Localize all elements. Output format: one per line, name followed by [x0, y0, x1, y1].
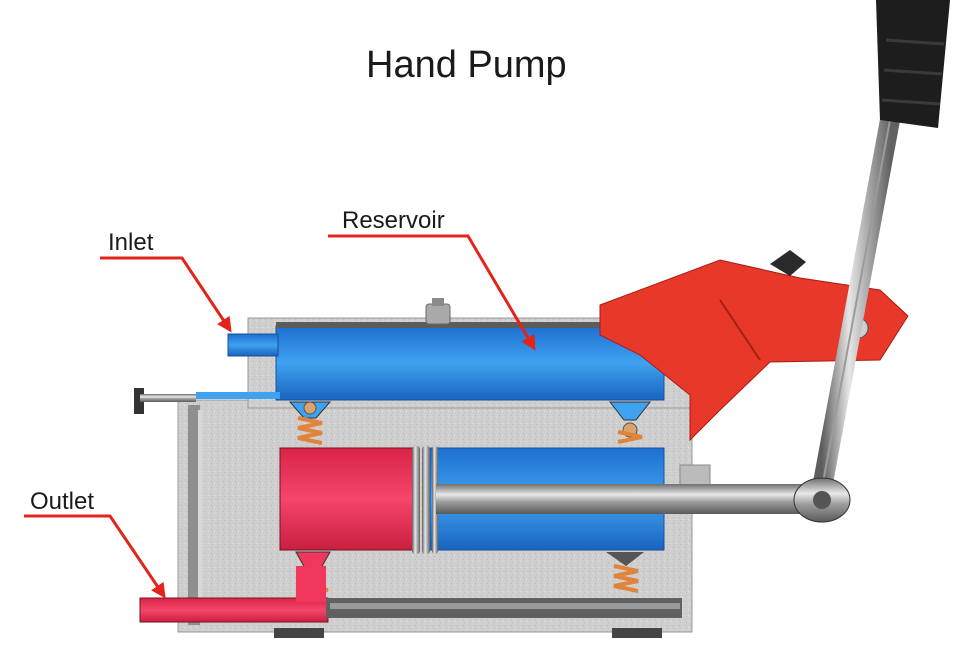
outlet-tube — [139, 566, 682, 623]
outlet-pointer-arrow — [24, 514, 166, 599]
check-valve-lower-right — [606, 552, 644, 593]
check-valve-upper-left — [288, 401, 332, 445]
diagram-title: Hand Pump — [366, 44, 567, 86]
reservoir-label: Reservoir — [342, 207, 445, 234]
inlet-pointer-arrow — [100, 256, 232, 333]
outlet-label: Outlet — [30, 488, 95, 515]
rod-end-joint — [793, 477, 851, 523]
reservoir — [275, 298, 665, 401]
inlet-label: Inlet — [108, 229, 154, 256]
release-valve — [134, 388, 280, 414]
pump-handle — [812, 0, 950, 498]
inlet-tube — [227, 333, 279, 357]
reservoir-pointer-arrow — [328, 234, 536, 351]
pump-cylinder — [279, 446, 802, 554]
check-valve-upper-right — [608, 401, 652, 444]
